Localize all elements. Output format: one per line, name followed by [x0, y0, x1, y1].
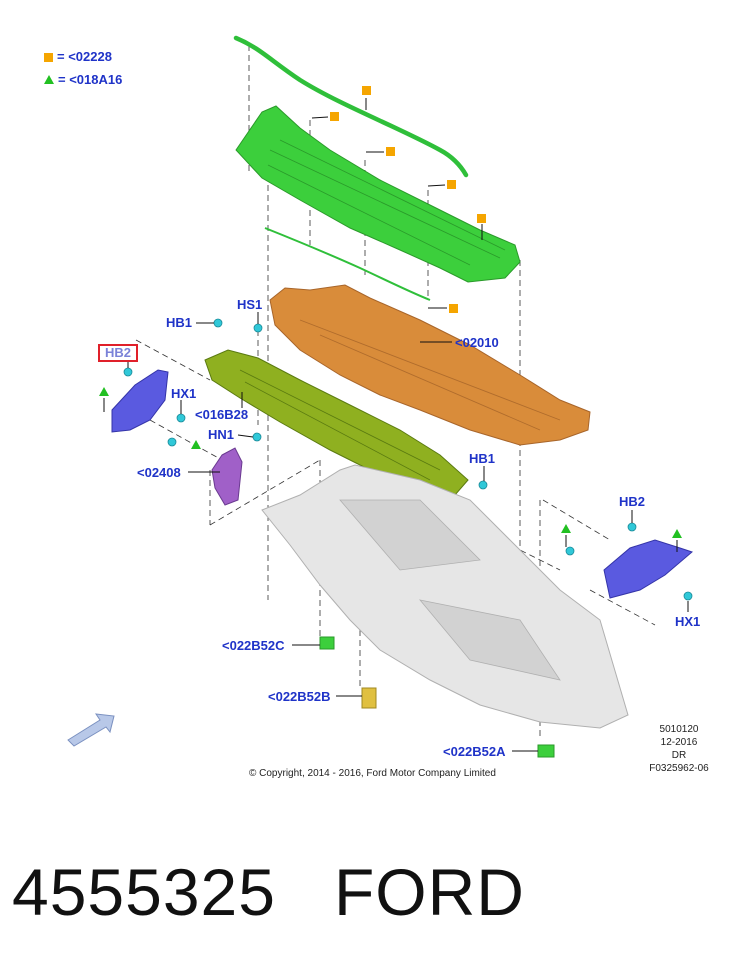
callout-022b52a[interactable]: <022B52A: [443, 744, 506, 759]
part-number-caption: 4555325 FORD: [12, 855, 525, 929]
cowl-panel-ridges: [299, 319, 561, 431]
square-marker-icon: [44, 53, 53, 62]
cowl-top-seal: [233, 35, 469, 178]
right-bracket: [603, 539, 693, 599]
leader-lines: [103, 98, 689, 752]
legend-triangle-label: = <018A16: [58, 72, 123, 87]
legend-square-label: = <02228: [57, 49, 112, 64]
legend-square: = <02228: [44, 50, 112, 64]
triangle-marker-icon: [44, 75, 54, 84]
callout-hb1-left[interactable]: HB1: [166, 315, 193, 330]
cowl-vent-grille: [235, 105, 521, 283]
clip-022b52c: [319, 636, 335, 650]
callout-hx1-left[interactable]: HX1: [171, 386, 197, 401]
meta-region: DR: [671, 750, 687, 761]
callout-hb2-left[interactable]: HB2: [98, 344, 139, 362]
callout-hs1[interactable]: HS1: [237, 297, 263, 312]
meta-code: 5010120: [659, 724, 699, 735]
cowl-reinforcement: [204, 349, 469, 496]
callout-hn1[interactable]: HN1: [208, 427, 235, 442]
callout-02010[interactable]: <02010: [455, 335, 499, 350]
center-bracket: [211, 447, 243, 506]
callout-hb2-right[interactable]: HB2: [619, 494, 646, 509]
triangle-markers: [99, 387, 682, 538]
callout-02408[interactable]: <02408: [137, 465, 181, 480]
legend-triangle: = <018A16: [44, 73, 122, 87]
front-direction-arrow-icon: [67, 713, 115, 747]
callout-016b28[interactable]: <016B28: [195, 407, 249, 422]
left-bracket: [111, 369, 169, 433]
cowl-panel: [269, 284, 591, 446]
callout-022b52b[interactable]: <022B52B: [268, 689, 331, 704]
cowl-reinforcement-channel: [239, 369, 441, 481]
cowl-lower-seal: [264, 227, 431, 301]
meta-block: 5010120 12-2016 DR F0325962-06: [646, 723, 712, 775]
clip-022b52a: [537, 744, 555, 758]
dash-panel-detail: [339, 499, 561, 681]
callout-hx1-right[interactable]: HX1: [675, 614, 701, 629]
callout-hb1-right[interactable]: HB1: [469, 451, 496, 466]
cowl-vent-ribs: [267, 139, 506, 266]
meta-date: 12-2016: [660, 737, 698, 748]
clip-022b52b: [361, 687, 377, 709]
callout-022b52c[interactable]: <022B52C: [222, 638, 285, 653]
meta-figure: F0325962-06: [649, 763, 709, 774]
square-markers: [330, 86, 486, 313]
copyright-text: © Copyright, 2014 - 2016, Ford Motor Com…: [249, 768, 496, 779]
